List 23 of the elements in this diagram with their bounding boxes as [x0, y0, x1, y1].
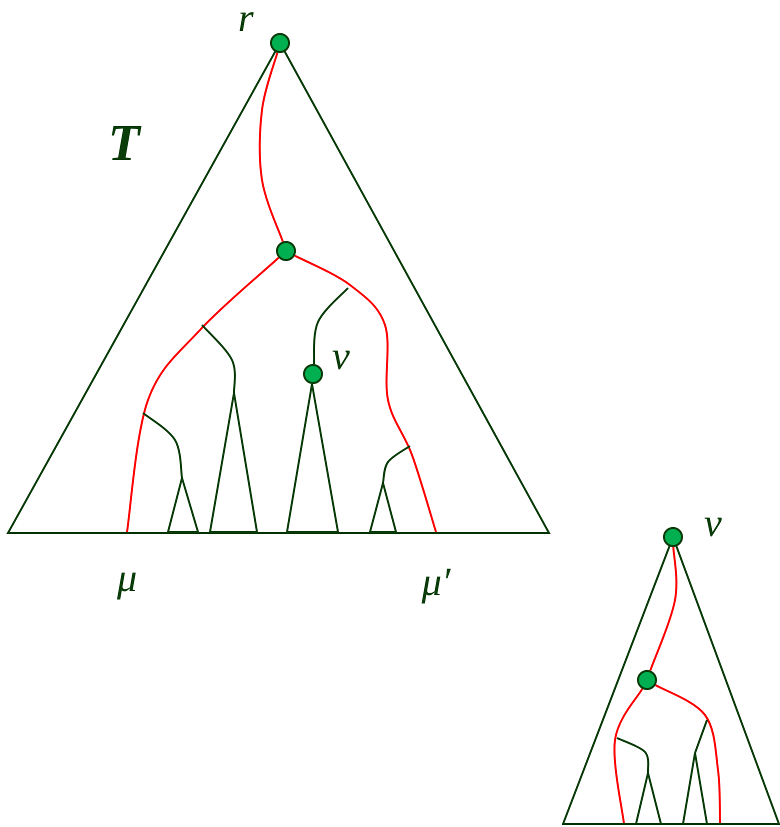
- tree-branch: [142, 412, 183, 478]
- subtree-triangle: [635, 772, 662, 825]
- math-label: μ: [116, 558, 138, 598]
- math-label: r: [238, 0, 254, 38]
- highlighted-path: [294, 254, 437, 532]
- tree-branch: [616, 737, 650, 774]
- math-label: v: [704, 503, 722, 543]
- subtree-triangle: [167, 477, 199, 533]
- tree-branch: [694, 720, 708, 754]
- tree-branch: [382, 445, 411, 484]
- highlighted-path: [258, 52, 284, 242]
- math-label: T: [108, 118, 140, 170]
- highlighted-path: [655, 684, 721, 824]
- tree-branch: [201, 324, 236, 393]
- highlighted-path: [126, 257, 280, 532]
- math-label: μ′: [422, 562, 450, 602]
- subtree-triangle: [682, 752, 708, 825]
- highlighted-path: [614, 688, 644, 824]
- subtree-triangle: [286, 383, 339, 533]
- tree-branch: [312, 287, 349, 364]
- subtree-triangle: [369, 482, 397, 533]
- math-label: v: [332, 336, 350, 376]
- subtree-triangle: [209, 392, 258, 533]
